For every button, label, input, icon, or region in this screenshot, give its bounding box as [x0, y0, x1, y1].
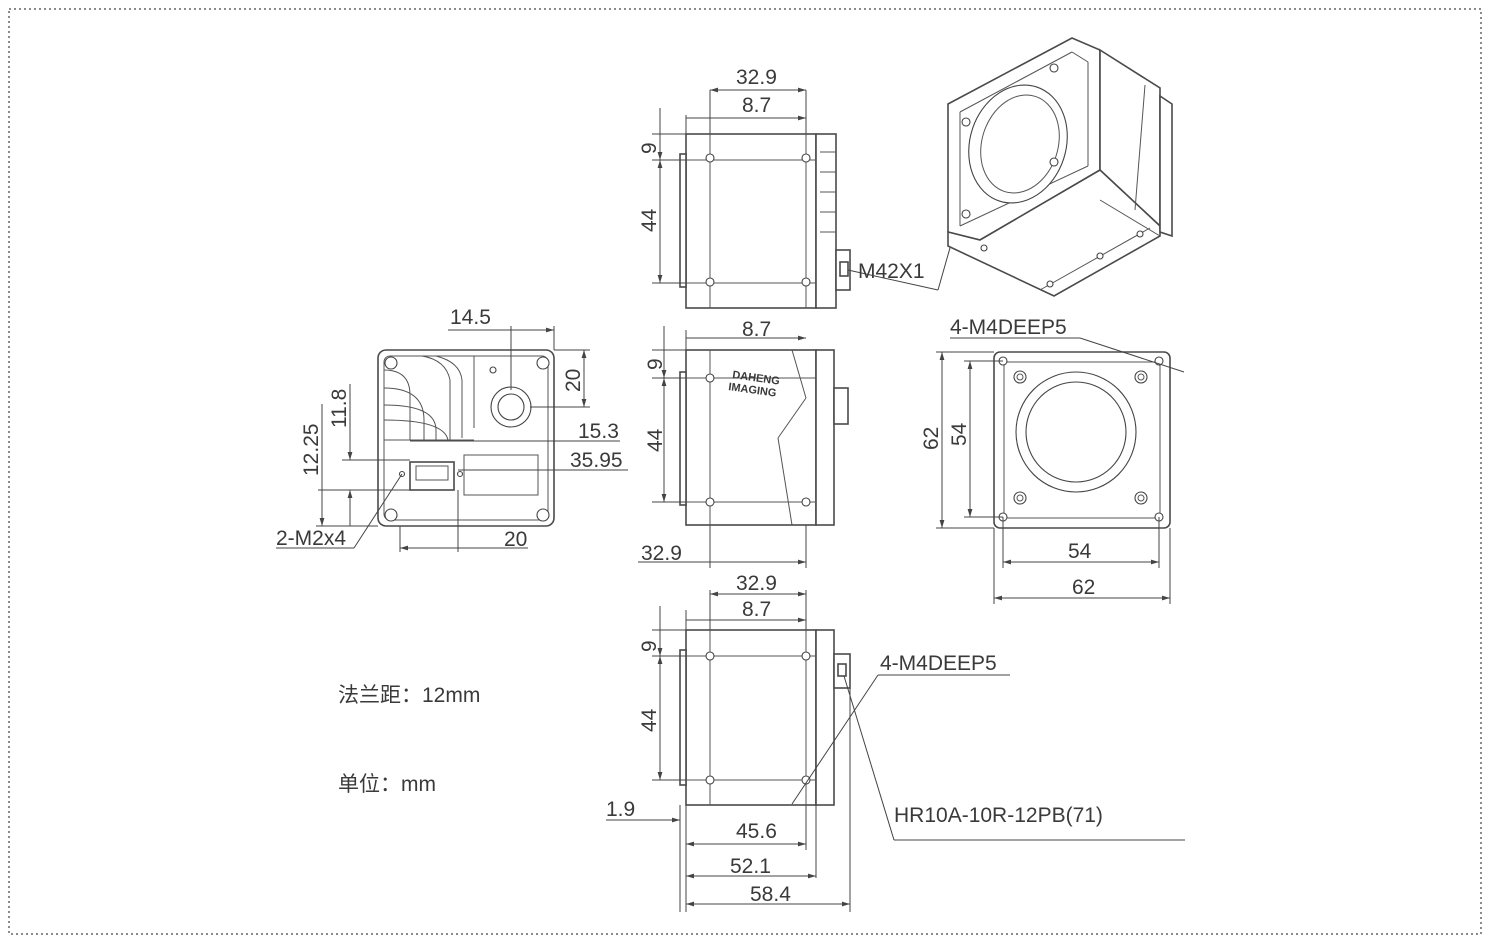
drawing-frame: [8, 8, 1482, 935]
dim-rear-d2: 35.95: [570, 449, 623, 472]
dim-front-w-outer: 62: [1072, 576, 1095, 599]
dim-front-h-inner: 54: [948, 422, 971, 446]
note-flange-distance: 法兰距：12mm: [338, 684, 480, 707]
dim-rear-h2: 12.25: [300, 423, 323, 476]
dim-mid-bottom: 32.9: [641, 542, 682, 565]
dim-bot-len1: 45.6: [736, 820, 777, 843]
dim-rear-h1: 11.8: [328, 389, 351, 428]
rear-view: 14.5 20 11.8 12.25 15.3 35.95 20 2-M2x4: [276, 306, 628, 552]
dim-rear-right: 20: [562, 369, 585, 392]
isometric-view: [947, 37, 1173, 297]
dim-bot-offset: 1.9: [606, 798, 635, 821]
middle-side-view: DAHENG IMAGING 8.7 9 44 32.9: [638, 318, 849, 568]
dim-top-w: 32.9: [736, 66, 777, 89]
dim-rear-bottom: 20: [504, 528, 527, 551]
front-view: 62 54 54 62 4-M4DEEP5: [920, 316, 1185, 604]
label-front-thread: 4-M4DEEP5: [950, 316, 1067, 339]
dim-bot-len3: 58.4: [750, 883, 791, 906]
label-connector: HR10A-10R-12PB(71): [894, 804, 1103, 827]
note-unit: 单位：mm: [338, 773, 436, 796]
dim-mid-h9: 9: [644, 358, 667, 370]
dim-front-w-inner: 54: [1068, 540, 1092, 563]
dim-front-h-outer: 62: [920, 427, 943, 450]
dim-mid-inner: 8.7: [742, 318, 771, 341]
dim-top-h9: 9: [638, 142, 661, 154]
dim-bot-w: 32.9: [736, 572, 777, 595]
bottom-side-view: 32.9 8.7 9 44 1.9 45.6 52.1 58.4 4-M4DEE…: [606, 572, 1185, 912]
top-side-view: 32.9 8.7 9 44 M42X1: [638, 66, 976, 309]
dim-top-h44: 44: [638, 208, 661, 232]
label-bottom-thread: 4-M4DEEP5: [880, 652, 997, 675]
dim-bot-len2: 52.1: [730, 855, 771, 878]
dim-top-inner: 8.7: [742, 94, 771, 117]
dim-mid-h44: 44: [644, 428, 667, 452]
dim-bot-h9: 9: [638, 640, 661, 652]
label-rear-screw: 2-M2x4: [276, 527, 346, 550]
dim-rear-top: 14.5: [450, 306, 491, 329]
dim-bot-h44: 44: [638, 708, 661, 732]
dim-rear-d1: 15.3: [578, 420, 619, 443]
label-m42x1: M42X1: [858, 260, 925, 283]
dim-bot-inner: 8.7: [742, 598, 771, 621]
